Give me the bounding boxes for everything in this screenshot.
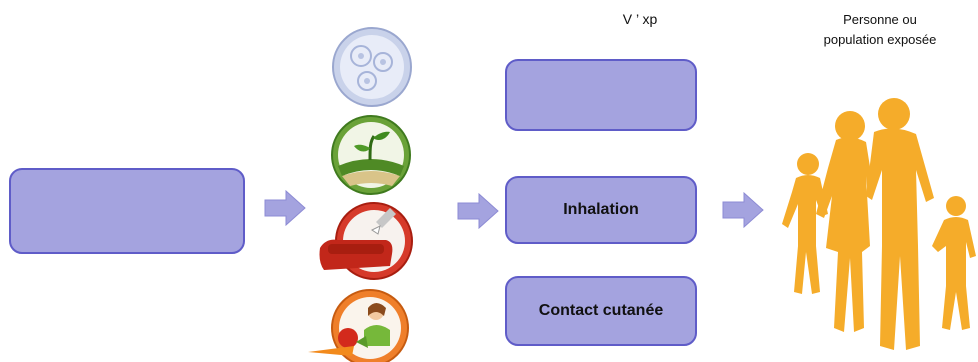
population-label-line1: Personne ou	[843, 12, 917, 27]
indoor-sofa-icon	[319, 202, 413, 280]
soil-plant-icon	[331, 115, 411, 195]
route-box-1	[505, 59, 697, 131]
route-box-inhalation: Inhalation	[505, 176, 697, 244]
air-particles-icon	[332, 27, 412, 107]
population-label-line2: population exposée	[823, 32, 937, 47]
family-silhouette-icon	[782, 98, 976, 350]
arrow-right-icon	[722, 192, 764, 228]
route-box-contact: Contact cutanée	[505, 276, 697, 346]
source-box	[9, 168, 245, 254]
pathway-title: V ’ xp	[622, 11, 658, 27]
arrow-right-icon	[457, 193, 499, 229]
population-label: Personne ou population exposée	[800, 10, 960, 50]
food-basket-icon	[308, 289, 409, 362]
route-box-contact-label: Contact cutanée	[538, 302, 664, 319]
arrow-right-icon	[264, 190, 306, 226]
route-box-inhalation-label: Inhalation	[563, 201, 639, 218]
